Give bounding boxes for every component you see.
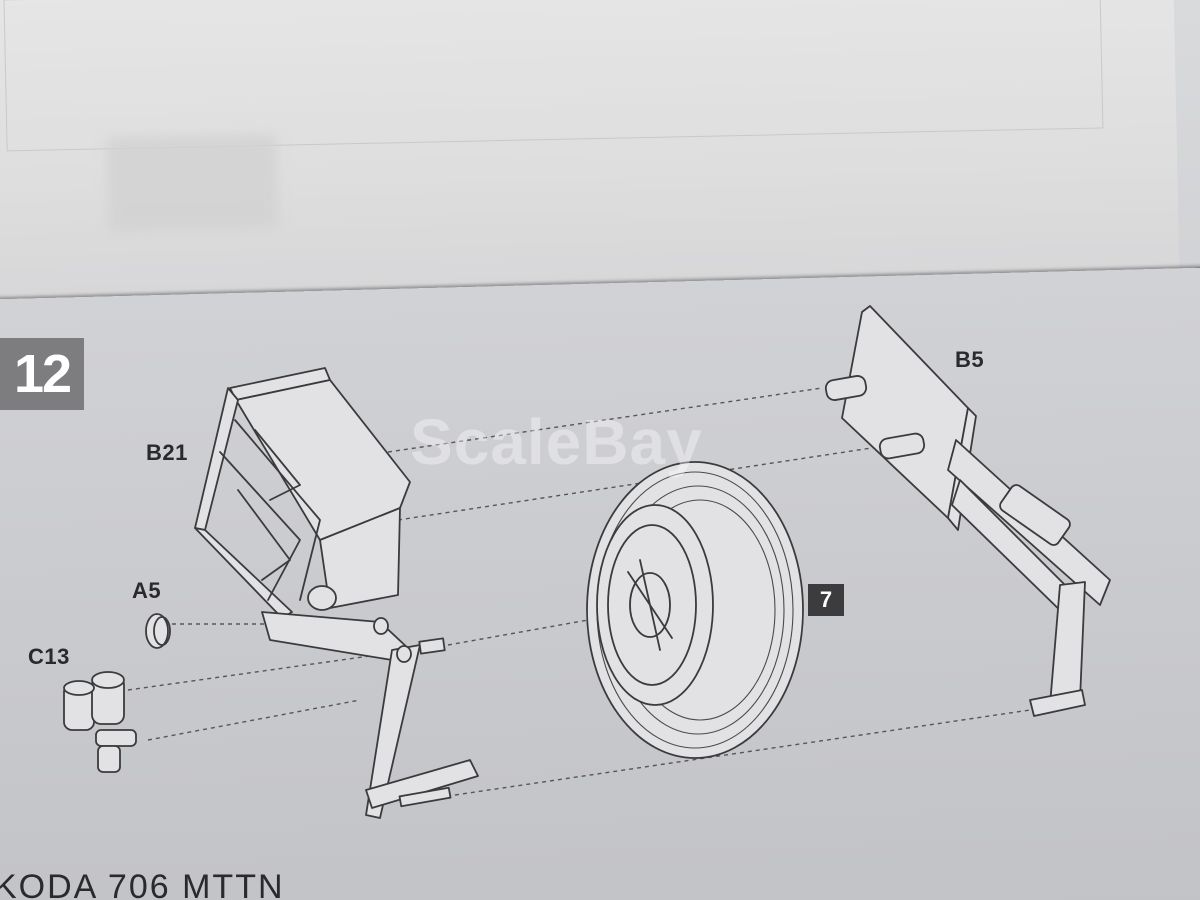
- frame-left-leg: [194, 387, 239, 531]
- fitting-valve: [97, 745, 121, 773]
- frame-hub: [307, 585, 337, 611]
- fitting-cap: [63, 680, 95, 696]
- frame-bracket: [254, 429, 301, 501]
- bracket-peg: [824, 375, 868, 401]
- frame-cross-member: [234, 419, 321, 601]
- guide-line: [127, 651, 399, 691]
- bracket-peg: [878, 432, 926, 460]
- frame-stub: [398, 786, 452, 808]
- fitting-cap: [91, 671, 125, 689]
- cap-body: [145, 613, 169, 649]
- frame-pin: [373, 617, 389, 635]
- part-b21-frame: [194, 367, 479, 819]
- bracket-foot: [1029, 689, 1086, 717]
- guide-line: [387, 387, 823, 453]
- model-title: KODA 706 MTTN: [0, 868, 285, 900]
- frame-cross-member: [219, 451, 301, 601]
- frame-bracket: [237, 489, 291, 581]
- frame-base-plate: [261, 611, 411, 661]
- part-a5-cap: [145, 613, 171, 649]
- watermark: ScaleBay: [410, 406, 703, 478]
- guide-line: [454, 709, 1031, 796]
- wheel-reference-box: 7: [808, 584, 844, 616]
- bracket-plate: [841, 305, 969, 519]
- guide-line: [147, 699, 361, 741]
- frame-foot: [365, 759, 479, 809]
- step-number-badge: 12: [0, 338, 84, 410]
- part-label-c13: C13: [28, 644, 70, 669]
- part-label-b21: B21: [146, 440, 188, 465]
- part-7-spare-wheel: [586, 461, 804, 759]
- frame-stub: [418, 637, 446, 655]
- cap-rim: [153, 616, 171, 646]
- frame-lower-brace: [194, 527, 293, 619]
- part-c13-fitting: [63, 671, 137, 773]
- part-label-a5: A5: [132, 578, 162, 603]
- frame-box-front: [319, 507, 401, 609]
- wheel-spoke: [639, 559, 661, 651]
- part-label-b5: B5: [955, 347, 985, 372]
- part-b5-bracket: [824, 305, 1111, 717]
- fitting-valve: [95, 729, 137, 747]
- guide-line: [447, 619, 589, 646]
- frame-arm: [365, 644, 421, 819]
- frame-box-top: [235, 379, 411, 541]
- frame-pin: [396, 645, 412, 663]
- wheel-rim-inner: [607, 524, 697, 686]
- bracket-clamp: [999, 484, 1071, 546]
